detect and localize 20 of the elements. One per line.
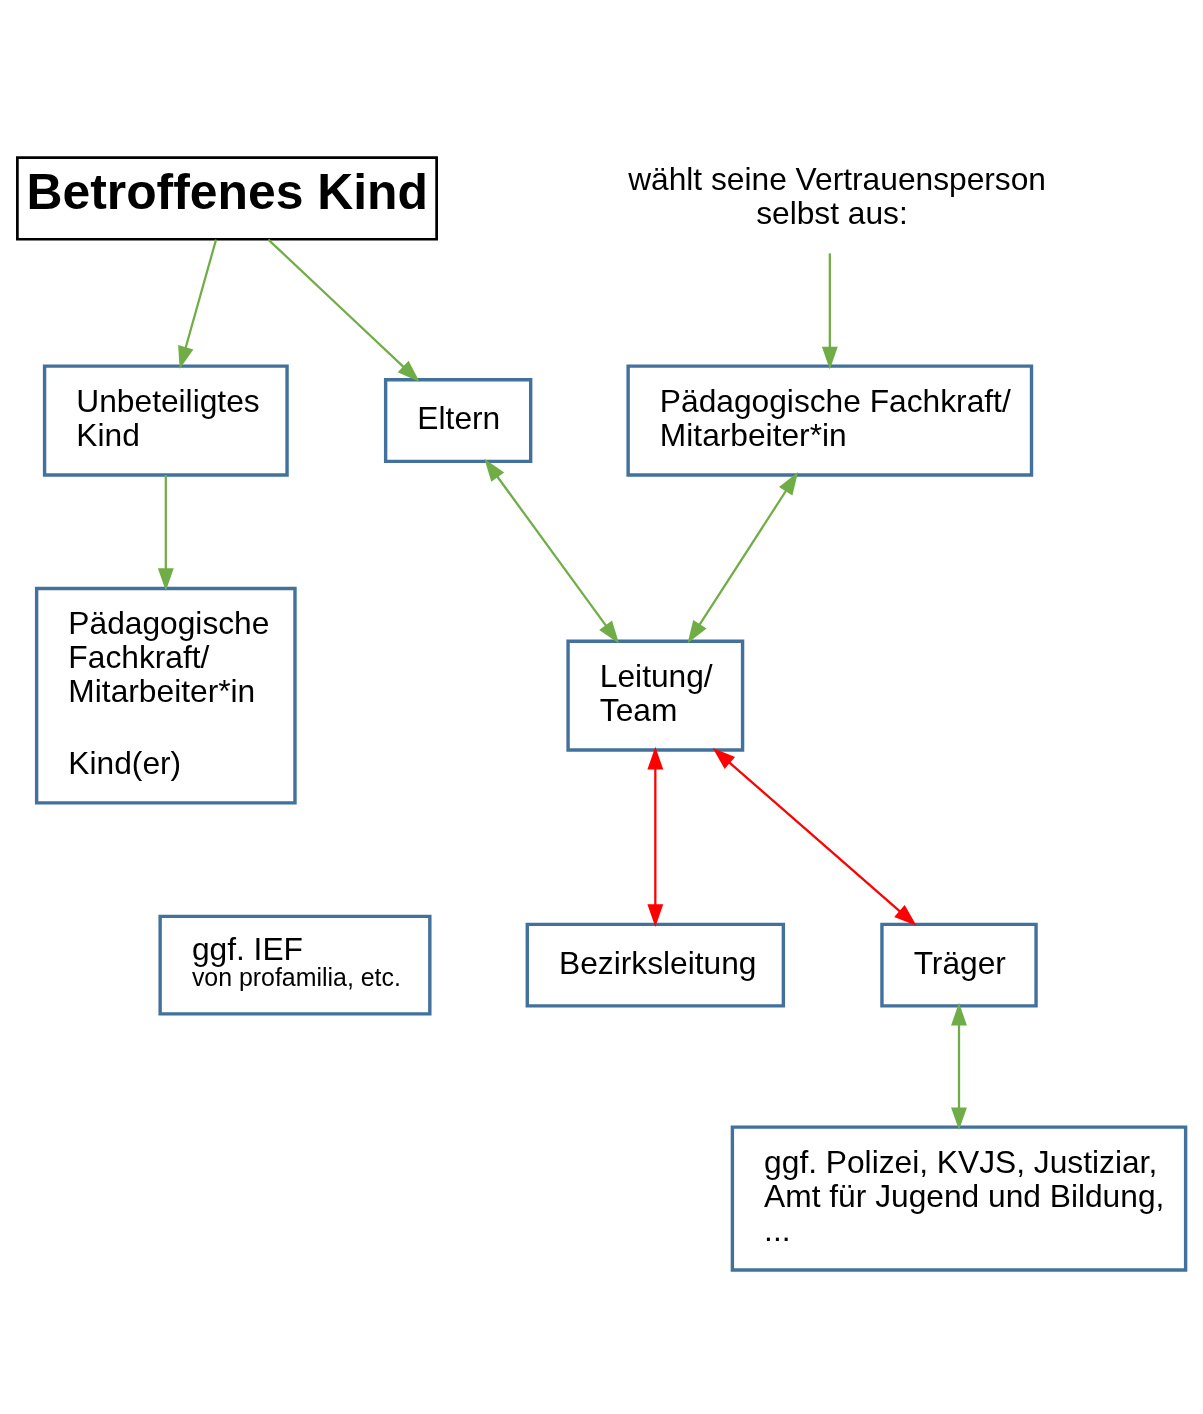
arrow <box>712 748 917 926</box>
node-box: Unbeteiligtes Kind <box>42 364 289 477</box>
node-box: ggf. IEF von profamilia, etc. <box>158 914 432 1016</box>
arrow <box>951 1002 967 1131</box>
node-box: Bezirksleitung <box>525 922 786 1008</box>
arrow <box>484 458 619 644</box>
arrow <box>821 253 838 370</box>
node-box: Pädagogische Fachkraft/ Mitarbeiter*in Kind(er) <box>34 586 297 805</box>
arrow <box>647 746 664 927</box>
node-box: Pädagogische Fachkraft/ Mitarbeiter*in <box>626 364 1034 477</box>
arrow <box>157 475 174 592</box>
arrow <box>267 238 420 383</box>
node-box: Betroffenes Kind <box>16 156 438 241</box>
node-box: ggf. Polizei, KVJS, Justiziar, Amt für Jugend und Bildung, ... <box>730 1125 1188 1272</box>
node-text: wählt seine Vertrauensperson selbst aus: <box>628 160 1047 231</box>
arrow <box>178 239 218 370</box>
node-box: Leitung/ Team <box>566 639 745 752</box>
node-box: Eltern <box>383 378 533 464</box>
node-box: Träger <box>880 922 1038 1008</box>
arrow <box>687 472 799 644</box>
